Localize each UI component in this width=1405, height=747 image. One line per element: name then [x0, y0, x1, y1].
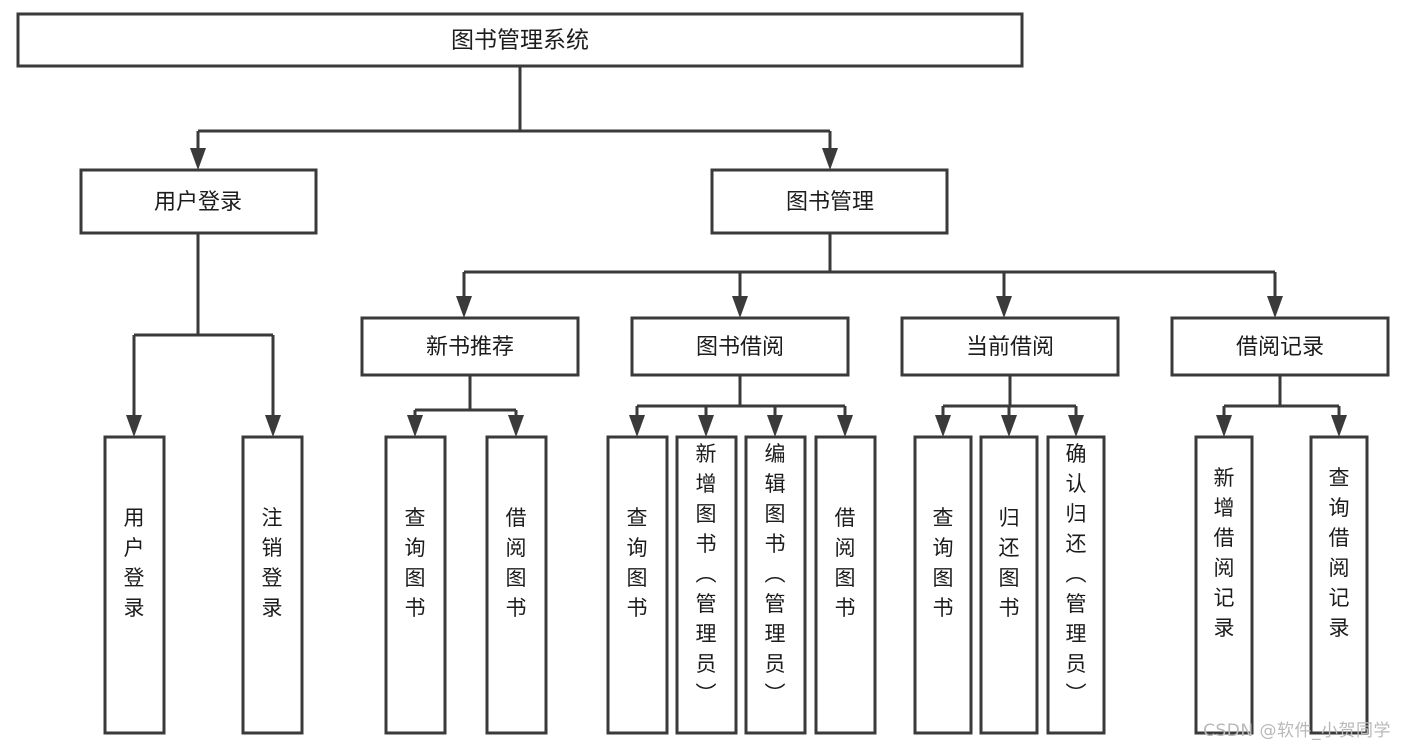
connector-group-borrow-record: [1216, 375, 1347, 437]
node-leaf-query-record[interactable]: 查询借阅记录: [1309, 435, 1369, 735]
node-leaf-user-login-box[interactable]: [103, 435, 166, 735]
arrow-head-leaf-borrow-book-2: [837, 415, 853, 437]
node-leaf-query-record-box[interactable]: [1309, 435, 1369, 735]
node-leaf-borrow-book-2-label: 借阅图书: [835, 506, 856, 620]
node-leaf-query-book-2-label: 查询图书: [627, 506, 648, 620]
node-leaf-confirm-return-box[interactable]: [1046, 435, 1106, 735]
node-book-borrow-box[interactable]: [630, 316, 850, 377]
node-leaf-add-book[interactable]: 新增图书︵管理员︶: [675, 435, 738, 735]
node-book-management-label: 图书管理: [786, 190, 874, 215]
node-borrow-record-box[interactable]: [1170, 316, 1390, 377]
node-leaf-query-book-1[interactable]: 查询图书: [384, 435, 447, 735]
node-leaf-add-record-label: 新增借阅记录: [1214, 466, 1235, 640]
node-root[interactable]: 图书管理系统: [16, 12, 1024, 68]
node-leaf-confirm-return[interactable]: 确认归还︵管理员︶: [1046, 435, 1106, 735]
node-new-book-recommend-label: 新书推荐: [426, 335, 514, 360]
arrow-head-leaf-return-book: [1001, 415, 1017, 437]
node-leaf-query-book-2-box[interactable]: [606, 435, 669, 735]
node-user-login-box[interactable]: [79, 168, 318, 235]
node-leaf-edit-book-label: 编辑图书︵管理员︶: [765, 442, 786, 706]
arrow-head-leaf-edit-book: [767, 415, 783, 437]
node-leaf-query-book-1-label: 查询图书: [405, 506, 426, 620]
node-user-login[interactable]: 用户登录: [79, 168, 318, 235]
node-leaf-return-book[interactable]: 归还图书: [979, 435, 1039, 735]
arrow-head-borrow-record: [1267, 296, 1283, 318]
arrow-head-leaf-user-logout: [265, 415, 281, 437]
arrow-head-leaf-borrow-book-1: [508, 415, 524, 437]
node-leaf-query-book-3-label: 查询图书: [933, 506, 954, 620]
node-leaf-query-record-label: 查询借阅记录: [1329, 466, 1350, 640]
connector-group-root: [190, 66, 838, 170]
node-leaf-borrow-book-2-box[interactable]: [814, 435, 877, 735]
arrow-head-current-borrow: [996, 296, 1012, 318]
arrow-head-leaf-query-book-3: [935, 415, 951, 437]
connector-group-book-borrow: [629, 375, 853, 437]
watermark-label: CSDN @软件_小贺同学: [1203, 721, 1391, 741]
arrow-head-leaf-query-book-1: [407, 415, 423, 437]
node-new-book-recommend[interactable]: 新书推荐: [360, 316, 580, 377]
arrow-head-leaf-query-record: [1331, 415, 1347, 437]
node-leaf-edit-book-box[interactable]: [744, 435, 807, 735]
node-root-box[interactable]: [16, 12, 1024, 68]
node-leaf-confirm-return-label: 确认归还︵管理员︶: [1066, 442, 1087, 706]
node-leaf-user-login-label: 用户登录: [124, 506, 145, 620]
node-leaf-add-book-box[interactable]: [675, 435, 738, 735]
node-book-management-box[interactable]: [710, 168, 949, 235]
arrow-head-user-login: [190, 148, 206, 170]
node-leaf-edit-book[interactable]: 编辑图书︵管理员︶: [744, 435, 807, 735]
node-borrow-record[interactable]: 借阅记录: [1170, 316, 1390, 377]
arrow-head-leaf-confirm-return: [1068, 415, 1084, 437]
node-current-borrow-label: 当前借阅: [966, 335, 1054, 360]
connector-group-book-management: [456, 233, 1283, 318]
node-leaf-return-book-label: 归还图书: [999, 506, 1020, 620]
arrow-head-leaf-add-record: [1216, 415, 1232, 437]
node-borrow-record-label: 借阅记录: [1236, 335, 1324, 360]
node-root-label: 图书管理系统: [451, 28, 589, 54]
node-leaf-query-book-3-box[interactable]: [913, 435, 973, 735]
node-new-book-recommend-box[interactable]: [360, 316, 580, 377]
node-leaf-user-login[interactable]: 用户登录: [103, 435, 166, 735]
node-book-management[interactable]: 图书管理: [710, 168, 949, 235]
node-book-borrow-label: 图书借阅: [696, 335, 784, 360]
node-leaf-return-book-box[interactable]: [979, 435, 1039, 735]
node-leaf-user-logout[interactable]: 注销登录: [241, 435, 304, 735]
node-leaf-borrow-book-1-label: 借阅图书: [506, 506, 527, 620]
node-leaf-borrow-book-2[interactable]: 借阅图书: [814, 435, 877, 735]
node-leaf-user-logout-label: 注销登录: [262, 506, 283, 620]
arrow-head-leaf-add-book: [698, 415, 714, 437]
node-leaf-query-book-2[interactable]: 查询图书: [606, 435, 669, 735]
arrow-head-leaf-query-book-2: [629, 415, 645, 437]
node-leaf-query-book-1-box[interactable]: [384, 435, 447, 735]
node-leaf-user-logout-box[interactable]: [241, 435, 304, 735]
node-current-borrow-box[interactable]: [900, 316, 1120, 377]
arrow-head-book-borrow: [732, 296, 748, 318]
node-leaf-add-record-box[interactable]: [1194, 435, 1254, 735]
connector-group-new-book-recommend: [407, 375, 524, 437]
node-book-borrow[interactable]: 图书借阅: [630, 316, 850, 377]
node-current-borrow[interactable]: 当前借阅: [900, 316, 1120, 377]
node-leaf-query-book-3[interactable]: 查询图书: [913, 435, 973, 735]
node-leaf-add-book-label: 新增图书︵管理员︶: [696, 442, 717, 706]
node-user-login-label: 用户登录: [154, 190, 242, 215]
arrow-head-new-book-recommend: [456, 296, 472, 318]
node-leaf-borrow-book-1-box[interactable]: [485, 435, 548, 735]
connector-group-current-borrow: [935, 375, 1084, 437]
arrow-head-leaf-user-login: [126, 415, 142, 437]
connector-group-user-login: [126, 233, 281, 437]
arrow-head-book-management: [822, 148, 838, 170]
node-leaf-borrow-book-1[interactable]: 借阅图书: [485, 435, 548, 735]
node-leaf-add-record[interactable]: 新增借阅记录: [1194, 435, 1254, 735]
